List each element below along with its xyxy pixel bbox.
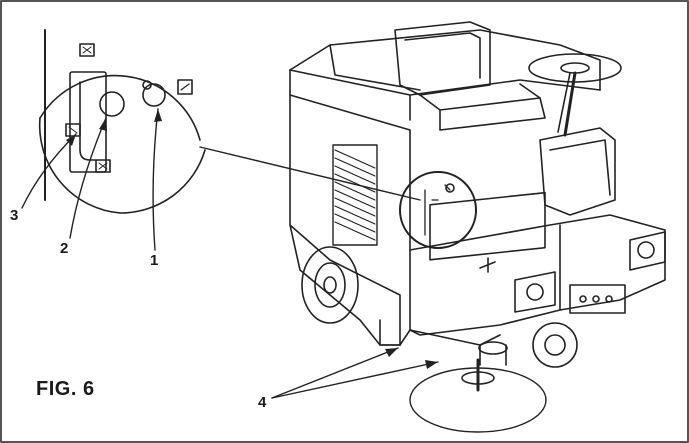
magnifier-connector: [199, 146, 421, 201]
machine-detail-circle: [399, 171, 477, 249]
sweeper-machine: [289, 21, 666, 433]
callout-2: 2: [60, 240, 69, 257]
callout-1: 1: [150, 252, 159, 269]
symbol-box-top: [79, 43, 95, 57]
symbol-box-right: [177, 79, 193, 95]
symbol-box-bottom: [95, 159, 111, 173]
leader-2: [69, 117, 107, 239]
detail-magnifier: [38, 29, 206, 214]
leader-3: [21, 133, 77, 209]
operator-seat: [394, 21, 546, 131]
leader-4: [271, 347, 439, 399]
front-panel: [514, 231, 666, 314]
figure-label: FIG. 6: [36, 378, 95, 400]
button-1: [142, 83, 166, 107]
leader-1: [152, 108, 159, 251]
key-switch: [99, 91, 125, 117]
front-compartment: [429, 191, 546, 261]
front-wheel: [532, 322, 578, 368]
callout-4: 4: [258, 394, 267, 411]
side-brush: [409, 341, 547, 433]
steering-wheel: [528, 53, 622, 137]
rear-wheel: [301, 246, 359, 324]
switch-plate: [69, 71, 107, 173]
console-cover: [539, 127, 616, 216]
side-vents: [332, 144, 378, 246]
callout-3: 3: [10, 207, 19, 224]
